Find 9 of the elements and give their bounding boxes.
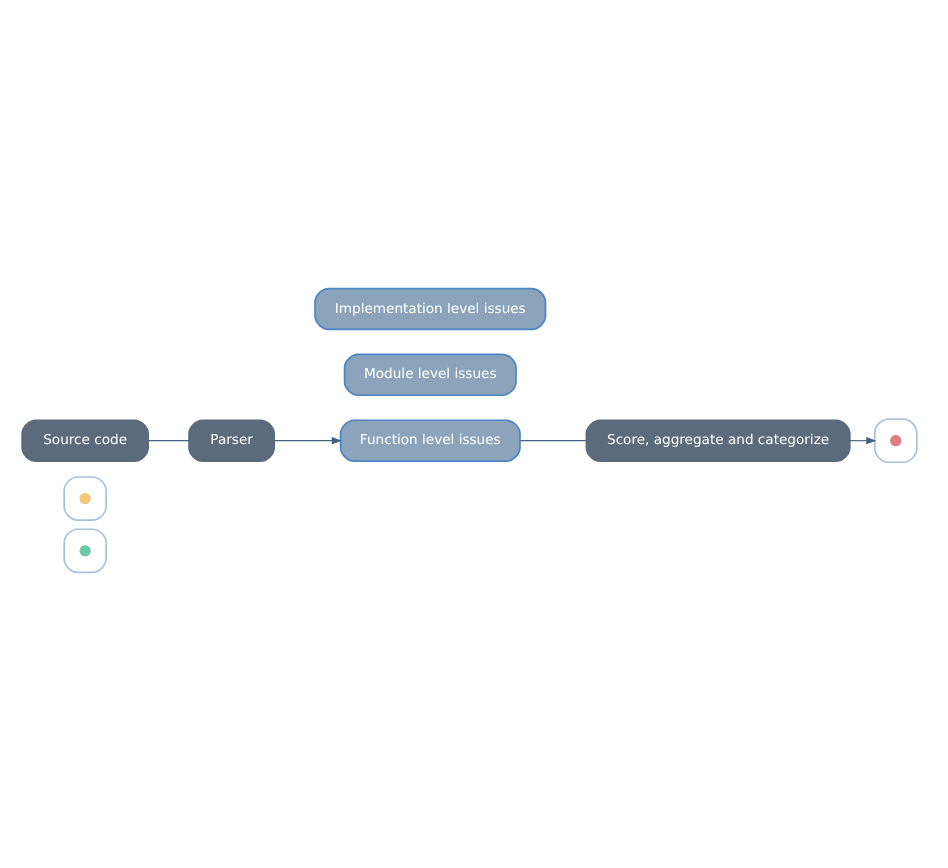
cluster (63, 475, 107, 520)
node-circle (79, 491, 91, 504)
node-circle (79, 544, 91, 556)
connector (519, 439, 587, 441)
cluster (873, 417, 918, 463)
arrow (273, 436, 342, 444)
cluster (63, 527, 107, 573)
node-circle (890, 434, 902, 446)
connector (147, 439, 190, 441)
